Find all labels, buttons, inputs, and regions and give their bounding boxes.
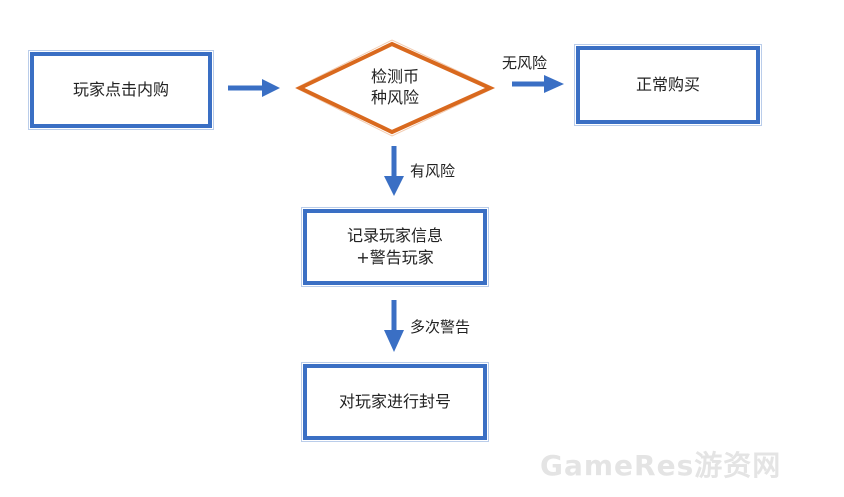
- edge-label-multi-warn: 多次警告: [410, 318, 471, 336]
- record-node-label-1: 记录玩家信息: [346, 226, 443, 245]
- check-node-label: 检测币 种风险: [370, 67, 419, 107]
- normal-node-label: 正常购买: [635, 75, 700, 94]
- start-node-label: 玩家点击内购: [72, 80, 169, 99]
- record-node-label-2: +警告玩家: [356, 248, 434, 267]
- start-node: 玩家点击内购: [28, 50, 214, 130]
- decision-diamond: [295, 41, 495, 135]
- normal-node: 正常购买: [574, 44, 762, 126]
- edge-label-no-risk: 无风险: [502, 54, 548, 72]
- ban-node-label: 对玩家进行封号: [338, 392, 451, 411]
- edge-label-has-risk: 有风险: [410, 162, 456, 180]
- decision-diamond-outline: [294, 39, 496, 137]
- watermark: GameRes游资网: [540, 449, 782, 482]
- ban-node: 对玩家进行封号: [301, 362, 489, 442]
- record-node: 记录玩家信息 +警告玩家: [301, 207, 489, 287]
- arrowhead-check-to-normal: [544, 75, 564, 93]
- arrowhead-start-to-check: [262, 79, 280, 97]
- arrowhead-record-to-ban: [384, 330, 404, 352]
- arrowhead-check-to-record: [384, 176, 404, 196]
